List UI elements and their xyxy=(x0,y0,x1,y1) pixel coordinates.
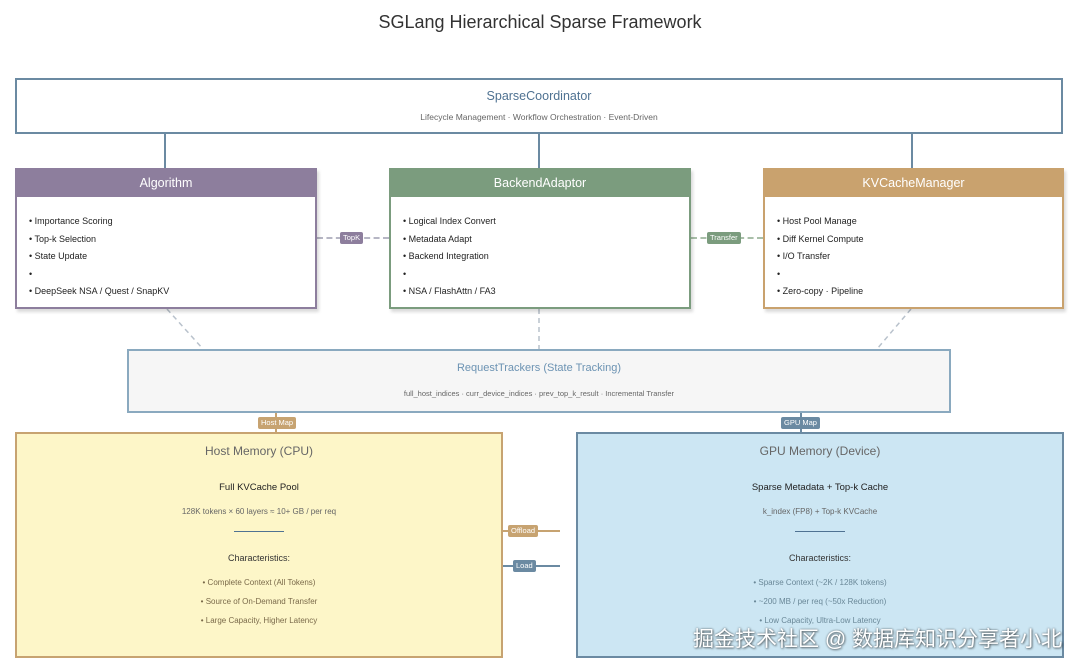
link-kvcache-tracker xyxy=(876,308,912,350)
host-pool-detail: 128K tokens × 60 layers ≈ 10+ GB / per r… xyxy=(181,507,337,516)
sparse-coordinator: SparseCoordinator Lifecycle Management ·… xyxy=(15,78,1063,134)
backend-item: • xyxy=(403,268,407,279)
tracker-subtitle: full_host_indices · curr_device_indices … xyxy=(403,389,675,398)
transfer-tag: Transfer xyxy=(707,232,741,244)
kvcache-item: • xyxy=(777,268,781,279)
connector-coord-algorithm xyxy=(164,134,166,168)
algorithm-item: • DeepSeek NSA / Quest / SnapKV xyxy=(29,286,170,296)
gpu-characteristic: • Sparse Context (~2K / 128K tokens) xyxy=(753,578,887,587)
divider xyxy=(234,531,284,532)
algorithm-item: • State Update xyxy=(29,251,88,261)
kvcache-header: KVCacheManager xyxy=(765,170,1062,197)
gpu-memory-block: GPU Memory (Device) Sparse Metadata + To… xyxy=(576,432,1064,658)
watermark: 掘金技术社区 @ 数据库知识分享者小北 xyxy=(693,628,1062,651)
kvcache-item: • I/O Transfer xyxy=(777,251,831,261)
kvcache-item: • Diff Kernel Compute xyxy=(777,233,864,244)
algorithm-item: • Top-k Selection xyxy=(29,233,97,244)
load-tag: Load xyxy=(513,560,536,572)
gpu-characteristic: • Low Capacity, Ultra-Low Latency xyxy=(759,616,881,625)
gpu-characteristics-label: Characteristics: xyxy=(788,553,851,563)
kvcache-manager-module: KVCacheManager • Host Pool Manage • Diff… xyxy=(763,168,1064,309)
algorithm-module: Algorithm • Importance Scoring • Top-k S… xyxy=(15,168,317,309)
algorithm-header: Algorithm xyxy=(17,170,315,197)
gpu-memory-title: GPU Memory (Device) xyxy=(759,444,881,458)
host-characteristic: • Large Capacity, Higher Latency xyxy=(200,616,318,625)
backend-header: BackendAdaptor xyxy=(391,170,689,197)
host-pool-label: Full KVCache Pool xyxy=(219,482,299,493)
backend-item: • Metadata Adapt xyxy=(403,233,472,244)
host-characteristic: • Complete Context (All Tokens) xyxy=(202,578,316,587)
algorithm-item: • Importance Scoring xyxy=(29,216,113,226)
host-characteristics-label: Characteristics: xyxy=(227,553,290,563)
host-memory-title: Host Memory (CPU) xyxy=(204,444,313,458)
offload-tag: Offload xyxy=(508,525,539,537)
backend-item: • Backend Integration xyxy=(403,251,489,261)
connector-coord-kvcache xyxy=(911,134,913,168)
divider xyxy=(795,531,845,532)
coordinator-name: SparseCoordinator xyxy=(486,89,592,103)
link-algorithm-tracker xyxy=(166,308,204,350)
gpu-characteristic: • ~200 MB / per req (~50x Reduction) xyxy=(753,597,887,606)
coordinator-subtitle: Lifecycle Management · Workflow Orchestr… xyxy=(420,112,658,122)
connector-coord-backend xyxy=(538,134,540,168)
request-trackers: RequestTrackers (State Tracking) full_ho… xyxy=(127,349,951,413)
host-map-tag: Host Map xyxy=(258,417,297,429)
gpu-pool-label: Sparse Metadata + Top-k Cache xyxy=(751,482,889,493)
backend-item: • Logical Index Convert xyxy=(403,216,496,226)
algorithm-item: • xyxy=(29,268,33,279)
backend-adaptor-module: BackendAdaptor • Logical Index Convert •… xyxy=(389,168,691,309)
topk-tag: TopK xyxy=(340,232,364,244)
host-memory-block: Host Memory (CPU) Full KVCache Pool 128K… xyxy=(15,432,503,658)
kvcache-item: • Zero-copy · Pipeline xyxy=(777,286,864,296)
kvcache-item: • Host Pool Manage xyxy=(777,216,857,226)
gpu-pool-detail: k_index (FP8) + Top-k KVCache xyxy=(762,507,878,516)
backend-item: • NSA / FlashAttn / FA3 xyxy=(403,286,496,296)
tracker-name: RequestTrackers (State Tracking) xyxy=(456,362,622,374)
diagram-title: SGLang Hierarchical Sparse Framework xyxy=(378,12,702,32)
host-characteristic: • Source of On-Demand Transfer xyxy=(200,597,318,606)
gpu-map-tag: GPU Map xyxy=(781,417,820,429)
